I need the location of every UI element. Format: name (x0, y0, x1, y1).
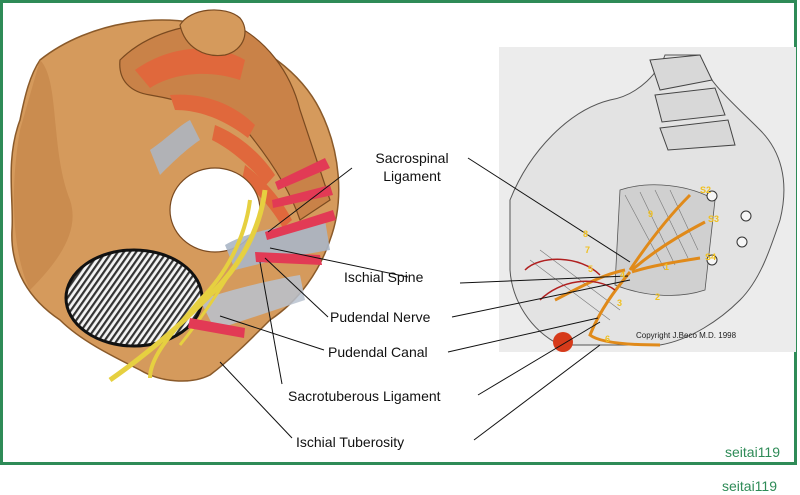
label-pudendal-nerve: Pudendal Nerve (330, 309, 431, 325)
label-num-2: 2 (655, 292, 661, 302)
label-pudendal-canal: Pudendal Canal (328, 344, 428, 360)
label-num-4: 4 (620, 270, 626, 280)
hatched-region (64, 248, 204, 348)
label-sacrospinal-line1: Sacrospinal (375, 150, 449, 166)
label-num-1: 1 (664, 262, 670, 272)
red-arrows (188, 158, 336, 338)
watermark-outer: seitai119 (722, 478, 778, 494)
label-num-7: 7 (585, 245, 591, 255)
ligament-fibers (225, 220, 330, 270)
watermark-inner: seitai119 (725, 444, 781, 460)
label-num-6: 6 (605, 334, 611, 344)
pudendal-nerve-drawing (108, 189, 268, 383)
label-num-9: 9 (648, 209, 654, 219)
copyright-text: Copyright J.Beco M.D. 1998 (636, 331, 737, 340)
label-s3: S3 (708, 214, 720, 224)
label-s2: S2 (700, 185, 712, 195)
label-num-3: 3 (617, 298, 623, 308)
callout-lines (219, 157, 631, 441)
red-marker (553, 332, 573, 352)
vertebra (179, 9, 246, 57)
label-s4: S4 (705, 252, 717, 262)
label-num-8: 8 (583, 229, 589, 239)
label-num-5: 5 (588, 264, 594, 274)
label-sacrotuberous-ligament: Sacrotuberous Ligament (288, 388, 441, 404)
pelvis-illustration (10, 9, 340, 383)
sketch-illustration (499, 47, 796, 352)
label-ischial-tuberosity: Ischial Tuberosity (296, 434, 405, 450)
label-sacrospinal-ligament: Sacrospinal Ligament (356, 149, 468, 185)
label-ischial-spine: Ischial Spine (344, 269, 424, 285)
label-sacrospinal-line2: Ligament (383, 168, 441, 184)
